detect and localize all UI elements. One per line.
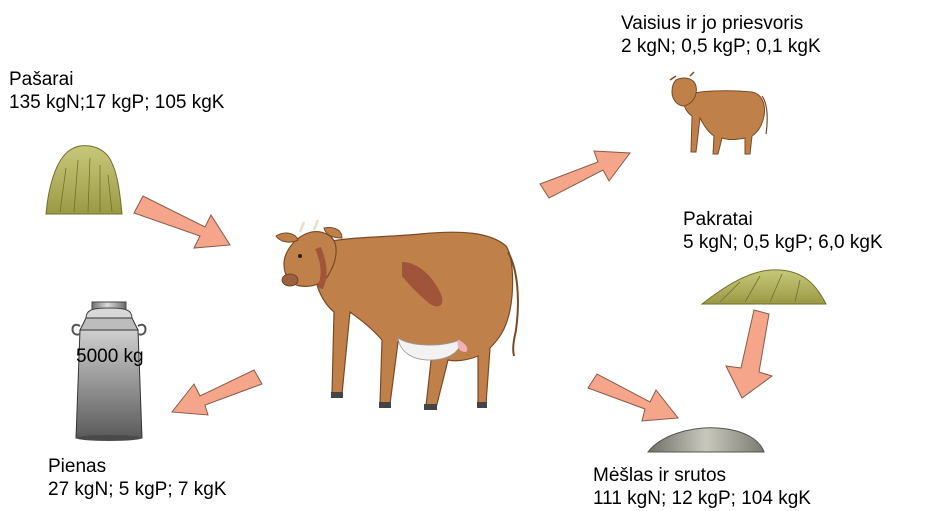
fetus-values: 2 kgN; 0,5 kgP; 0,1 kgK xyxy=(621,35,821,58)
feed-title: Pašarai xyxy=(9,68,224,91)
arrow-cow-to-milk xyxy=(172,370,262,415)
fetus-title: Vaisius ir jo priesvoris xyxy=(621,12,821,35)
milk-values: 27 kgN; 5 kgP; 7 kgK xyxy=(48,478,227,501)
hay-pile-icon xyxy=(46,146,122,214)
manure-title: Mėšlas ir srutos xyxy=(593,464,811,487)
manure-values: 111 kgN; 12 kgP; 104 kgK xyxy=(593,487,811,510)
milk-title: Pienas xyxy=(48,455,227,478)
milk-can-icon xyxy=(73,302,146,441)
cow-icon xyxy=(276,220,518,410)
milk-amount: 5000 kg xyxy=(76,346,144,368)
feed-values: 135 kgN;17 kgP; 105 kgK xyxy=(9,91,224,114)
calf-icon xyxy=(670,72,767,154)
milk-label: Pienas 27 kgN; 5 kgP; 7 kgK xyxy=(48,455,227,501)
fetus-label: Vaisius ir jo priesvoris 2 kgN; 0,5 kgP;… xyxy=(621,12,821,58)
bedding-title: Pakratai xyxy=(683,208,883,231)
arrow-bedding-to-manure xyxy=(726,310,772,398)
manure-pile-icon xyxy=(648,428,764,452)
arrow-feed-to-cow xyxy=(134,196,230,248)
bedding-values: 5 kgN; 0,5 kgP; 6,0 kgK xyxy=(683,231,883,254)
bedding-hay-icon xyxy=(702,270,826,304)
feed-label: Pašarai 135 kgN;17 kgP; 105 kgK xyxy=(9,68,224,114)
arrow-cow-to-manure xyxy=(588,374,678,421)
bedding-label: Pakratai 5 kgN; 0,5 kgP; 6,0 kgK xyxy=(683,208,883,254)
arrow-cow-to-fetus xyxy=(540,151,630,198)
manure-label: Mėšlas ir srutos 111 kgN; 12 kgP; 104 kg… xyxy=(593,464,811,510)
